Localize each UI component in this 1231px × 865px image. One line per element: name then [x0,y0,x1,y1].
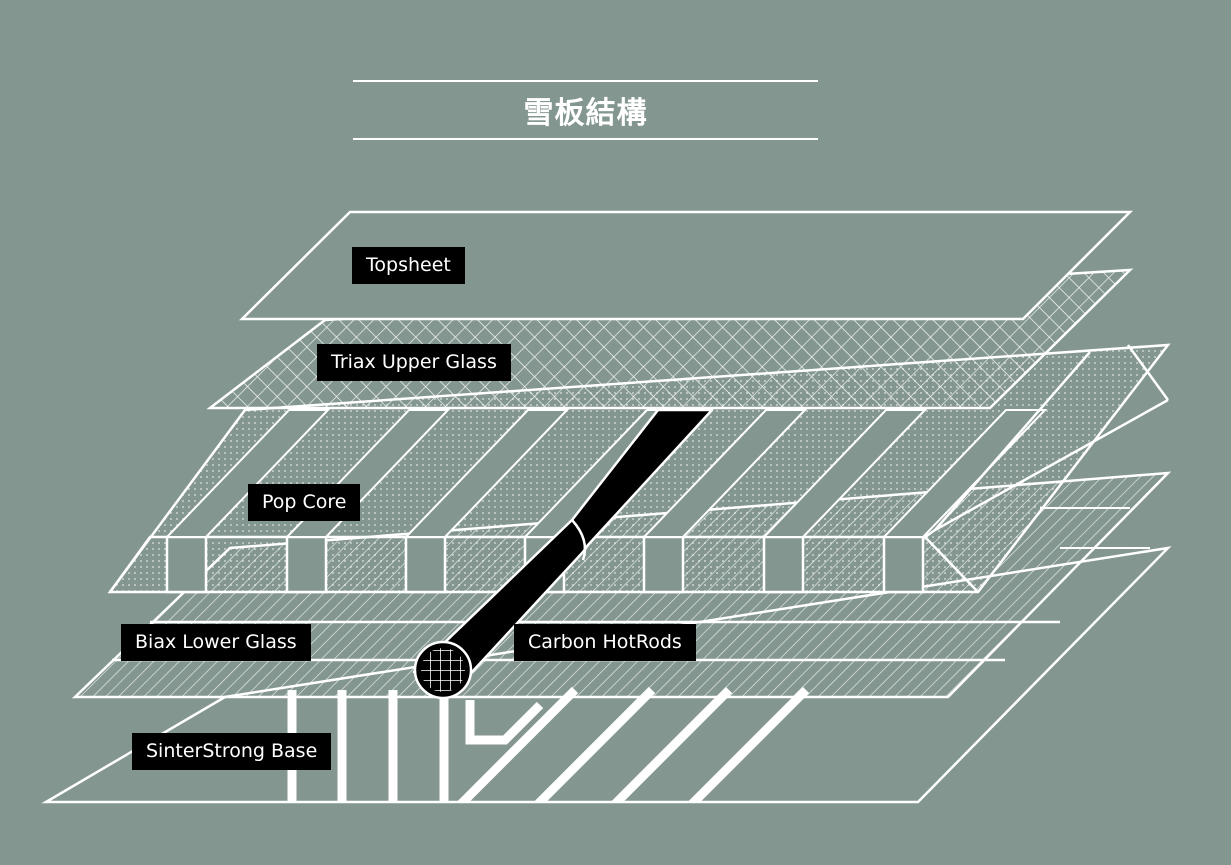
label-pop-core: Pop Core [248,484,361,521]
label-topsheet: Topsheet [352,247,465,284]
label-sinterstrong-base: SinterStrong Base [132,733,332,770]
sinterstrong-base-layer [41,546,1172,804]
label-carbon-hotrods: Carbon HotRods [514,624,696,661]
label-triax-upper-glass: Triax Upper Glass [317,344,511,381]
label-biax-lower-glass: Biax Lower Glass [121,624,311,661]
page-title: 雪板結構 [353,80,818,140]
carbon-hotrod [412,408,714,700]
topsheet-layer [238,210,1134,321]
